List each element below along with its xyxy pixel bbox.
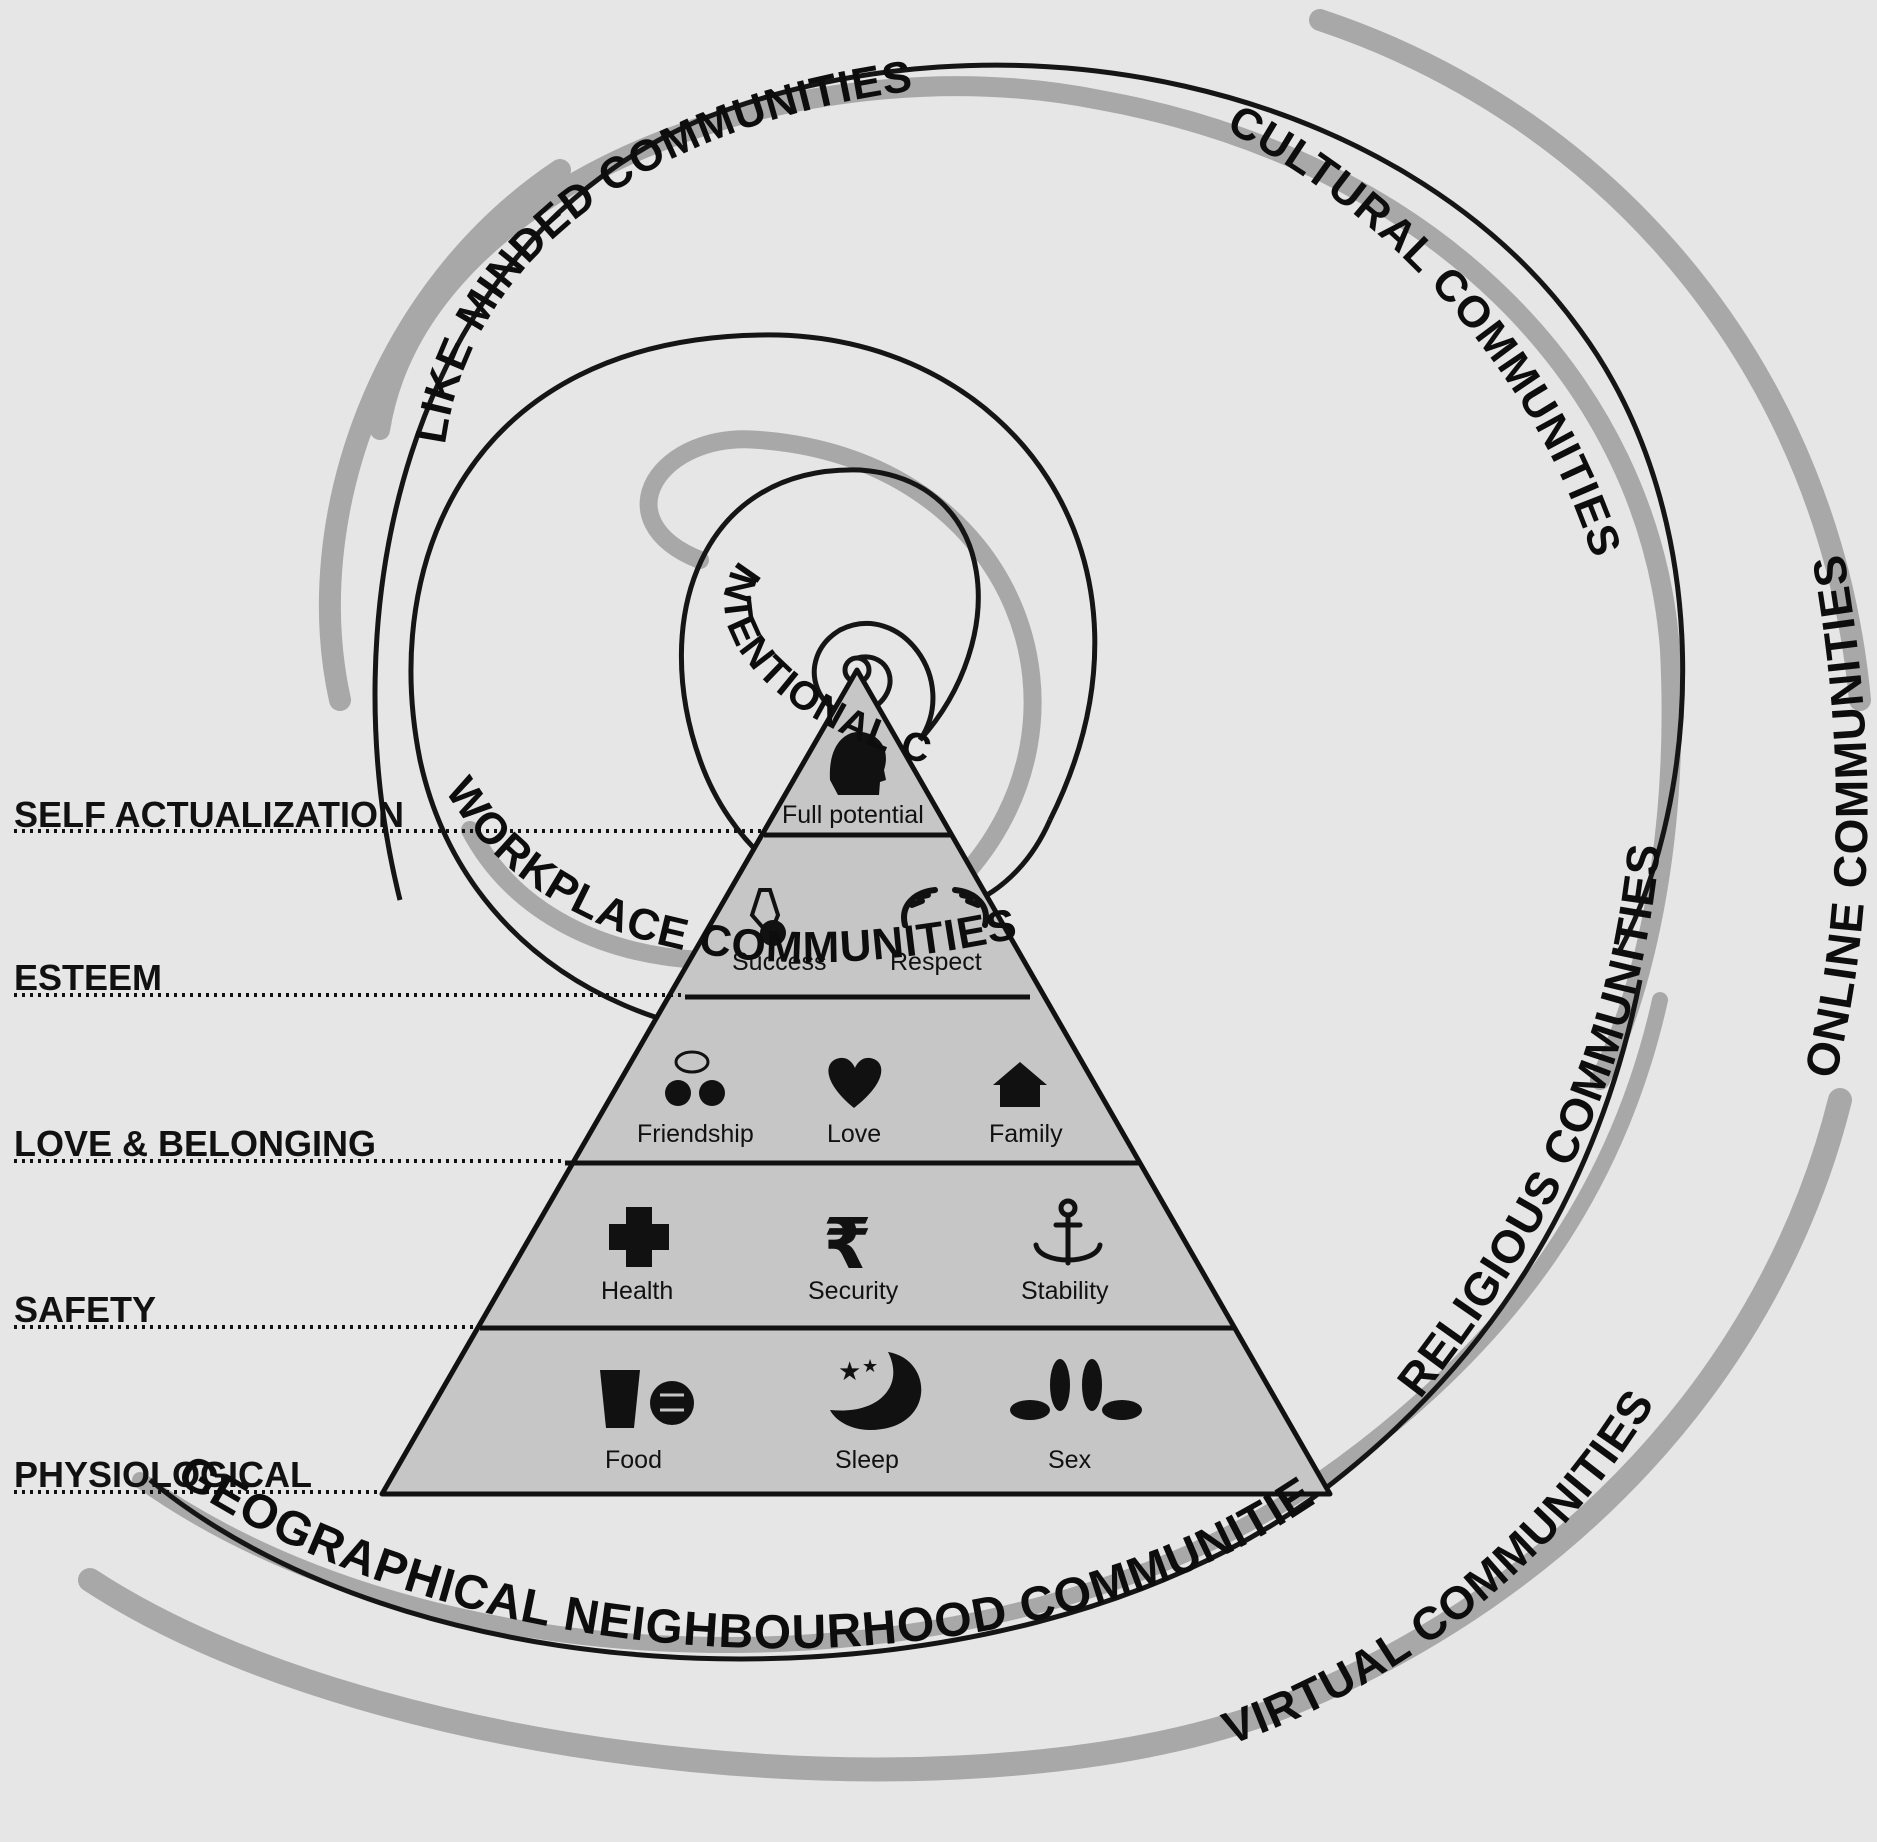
brush-top-right [1320,20,1860,700]
level-esteem: ESTEEM [14,957,162,998]
label-love: Love [827,1120,881,1148]
label-sleep: Sleep [835,1446,899,1474]
rupee-icon: ₹ [823,1203,872,1285]
level-safety: SAFETY [14,1289,156,1330]
level-self-actualization: SELF ACTUALIZATION [14,794,404,835]
label-friendship: Friendship [637,1120,754,1148]
stars-icon: ★ [838,1357,861,1387]
label-online-communities: ONLINE COMMUNITIES [1794,551,1877,1083]
label-security: Security [808,1277,899,1305]
level-love-belonging: LOVE & BELONGING [14,1123,376,1164]
label-sex: Sex [1048,1446,1092,1474]
svg-text:★: ★ [862,1356,878,1377]
label-family: Family [989,1120,1063,1148]
label-food: Food [605,1446,662,1474]
label-stability: Stability [1021,1277,1109,1305]
label-health: Health [601,1277,673,1305]
label-full-potential: Full potential [782,801,924,829]
